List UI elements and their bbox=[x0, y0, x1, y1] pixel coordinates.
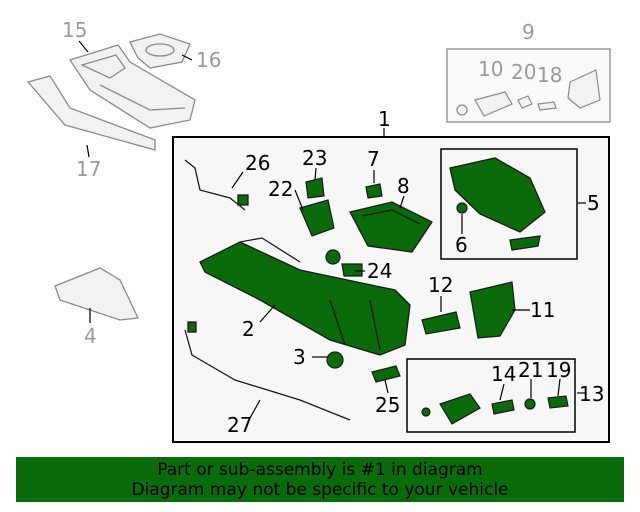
part-26-wire-harness bbox=[184, 159, 249, 211]
callout-24: 24 bbox=[367, 259, 392, 283]
callout-12: 12 bbox=[428, 273, 453, 297]
part-25-pad bbox=[371, 365, 401, 383]
subassembly-frame-13 bbox=[406, 358, 576, 433]
callout-1: 1 bbox=[378, 107, 391, 131]
part-3-knob bbox=[326, 351, 344, 369]
callout-8: 8 bbox=[397, 174, 410, 198]
callout-9: 9 bbox=[522, 20, 535, 44]
part-16-cup-holder bbox=[129, 33, 191, 69]
callout-19: 19 bbox=[546, 358, 571, 382]
callout-17: 17 bbox=[76, 157, 101, 181]
part-17-side-trim bbox=[26, 75, 156, 151]
callout-6: 6 bbox=[455, 233, 468, 257]
callout-5: 5 bbox=[587, 191, 600, 215]
callout-15: 15 bbox=[62, 18, 87, 42]
footer-banner: Part or sub-assembly is #1 in diagram Di… bbox=[16, 457, 624, 502]
callout-16: 16 bbox=[196, 48, 221, 72]
part-23-bracket bbox=[305, 177, 325, 199]
callout-25: 25 bbox=[375, 393, 400, 417]
callout-26: 26 bbox=[245, 151, 270, 175]
part-6-screw bbox=[456, 202, 468, 214]
part-7-clip bbox=[365, 183, 383, 199]
part-15-trim-plate bbox=[68, 44, 196, 129]
leader-lines bbox=[78, 40, 586, 419]
part-24-socket bbox=[325, 249, 363, 277]
footer-line-2: Diagram may not be specific to your vehi… bbox=[131, 480, 509, 500]
callout-14: 14 bbox=[491, 362, 516, 386]
callout-23: 23 bbox=[302, 146, 327, 170]
callout-10: 10 bbox=[478, 57, 503, 81]
part-5-armrest bbox=[449, 157, 546, 251]
callout-13: 13 bbox=[579, 382, 604, 406]
part-27-wire-harness bbox=[184, 321, 351, 421]
parts-diagram: 1 2 3 4 5 6 7 8 9 10 11 12 13 14 15 16 1… bbox=[26, 18, 611, 443]
callout-21: 21 bbox=[518, 358, 543, 382]
callout-7: 7 bbox=[367, 147, 380, 171]
callout-18: 18 bbox=[537, 63, 562, 87]
callout-2: 2 bbox=[242, 317, 255, 341]
reference-parts-9 bbox=[456, 69, 601, 117]
part-2-console-body bbox=[199, 237, 411, 356]
part-4-side-panel bbox=[54, 267, 139, 321]
callout-27: 27 bbox=[227, 413, 252, 437]
part-8-storage-tray bbox=[349, 201, 433, 253]
callout-3: 3 bbox=[293, 345, 306, 369]
footer-line-1: Part or sub-assembly is #1 in diagram bbox=[157, 460, 483, 480]
callout-11: 11 bbox=[530, 298, 555, 322]
part-11-panel bbox=[469, 281, 516, 339]
part-12-vent bbox=[421, 311, 461, 335]
part-22-module bbox=[299, 199, 335, 237]
callout-20: 20 bbox=[511, 60, 536, 84]
callout-22: 22 bbox=[268, 177, 293, 201]
part-13-parts bbox=[421, 393, 569, 425]
callout-4: 4 bbox=[84, 324, 97, 348]
